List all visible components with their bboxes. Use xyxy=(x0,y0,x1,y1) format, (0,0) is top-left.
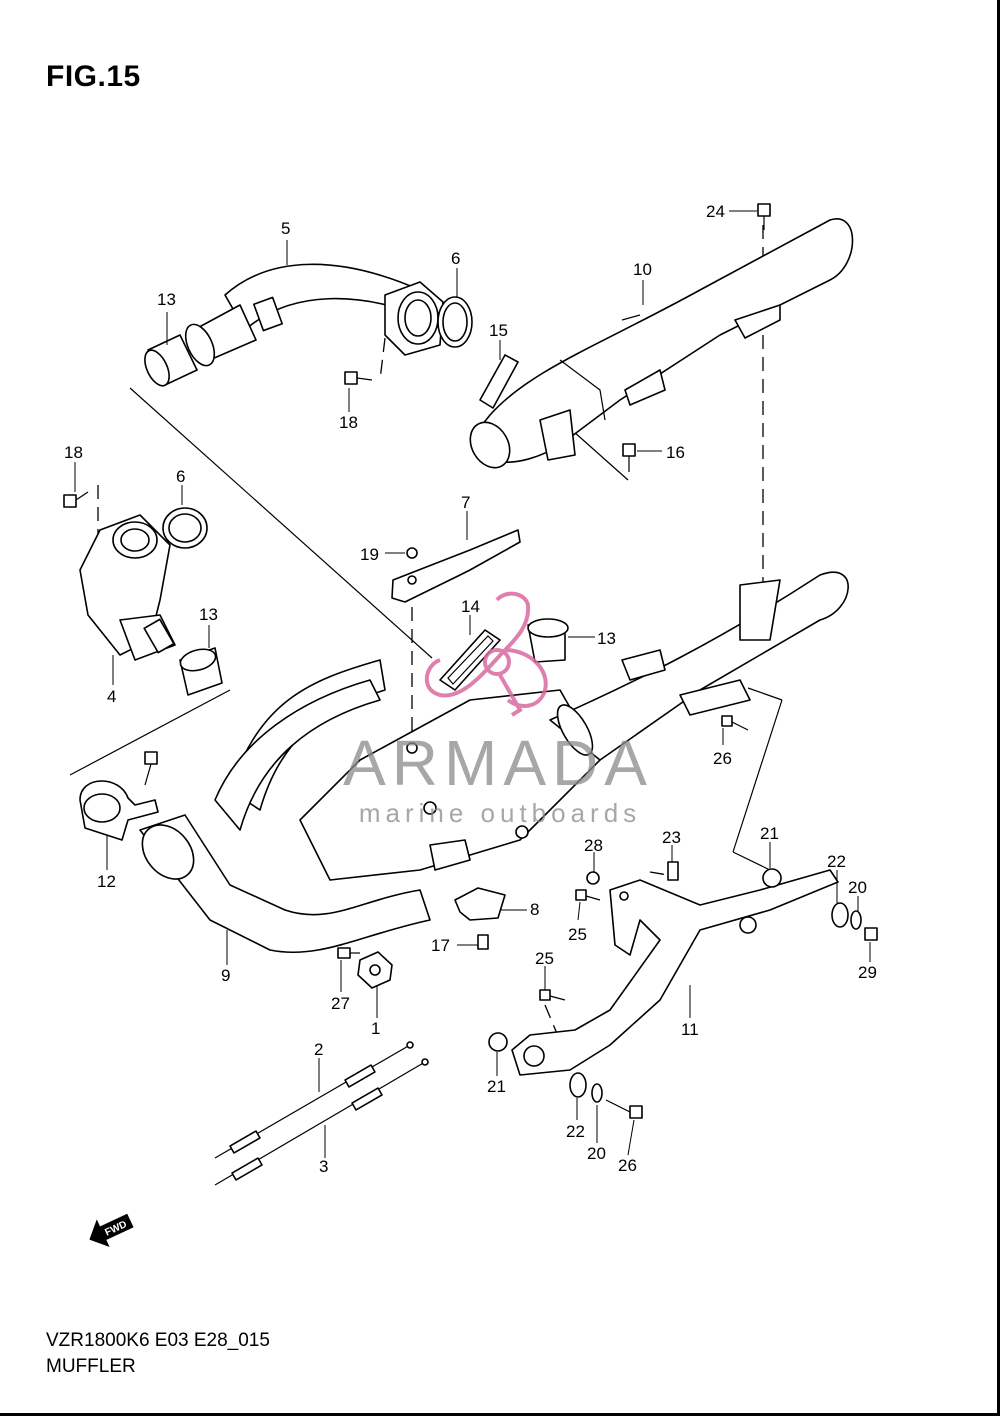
callout-29: 29 xyxy=(858,963,877,982)
hardware xyxy=(63,203,878,1119)
callout-11: 11 xyxy=(681,1020,699,1039)
callout-20-lower: 20 xyxy=(587,1144,606,1163)
exhaust-valve-cables xyxy=(214,1041,429,1186)
callout-5: 5 xyxy=(281,219,290,238)
callout-18-upper: 18 xyxy=(339,413,358,432)
exhaust-clamp xyxy=(79,780,159,841)
muffler-support-bracket xyxy=(511,869,839,1076)
callout-19: 19 xyxy=(360,545,379,564)
callout-15: 15 xyxy=(489,321,508,340)
callout-13-right: 13 xyxy=(597,629,616,648)
brand-logo-mark xyxy=(424,591,548,717)
mounting-nut-plate xyxy=(357,951,393,989)
figure-title: FIG.15 xyxy=(46,60,141,93)
callout-labels: 5 6 13 10 15 24 16 18 18 6 13 4 7 19 14 … xyxy=(64,202,877,1176)
callout-20-upper: 20 xyxy=(848,878,867,897)
heat-shield-clip xyxy=(454,887,506,921)
upper-muffler xyxy=(469,218,854,469)
callout-14: 14 xyxy=(461,597,480,616)
callout-17: 17 xyxy=(431,936,450,955)
callout-26-upper: 26 xyxy=(713,749,732,768)
callout-12: 12 xyxy=(97,872,116,891)
callout-25-lower: 25 xyxy=(535,949,554,968)
leader-lines xyxy=(74,210,871,1158)
forward-direction-arrow: FWD xyxy=(89,1213,134,1247)
lower-muffler-and-exhaust-assembly xyxy=(139,571,849,954)
callout-24: 24 xyxy=(706,202,725,221)
callout-1: 1 xyxy=(371,1019,380,1038)
heat-shield-bracket xyxy=(391,529,521,603)
callout-3: 3 xyxy=(319,1157,328,1176)
callout-18-left: 18 xyxy=(64,443,83,462)
fwd-label: FWD xyxy=(103,1219,128,1239)
callout-16: 16 xyxy=(666,443,685,462)
callout-6-upper: 6 xyxy=(451,249,460,268)
gasket-left xyxy=(162,507,208,549)
gasket-upper xyxy=(437,296,473,348)
watermark-brand: ARMADA xyxy=(343,727,653,799)
callout-13-left: 13 xyxy=(199,605,218,624)
callout-22-lower: 22 xyxy=(566,1122,585,1141)
exhaust-sleeve-right xyxy=(527,618,569,663)
callout-7: 7 xyxy=(461,493,470,512)
model-code: VZR1800K6 E03 E28_015 xyxy=(46,1330,270,1351)
exhaust-sleeve-upper xyxy=(144,334,198,387)
exhaust-sleeve-left xyxy=(179,647,223,696)
callout-21-upper: 21 xyxy=(760,824,779,843)
callout-4: 4 xyxy=(107,687,116,706)
callout-9: 9 xyxy=(221,966,230,985)
callout-21-lower: 21 xyxy=(487,1077,506,1096)
watermark-tagline: marine outboards xyxy=(359,798,641,828)
callout-25-upper: 25 xyxy=(568,925,587,944)
callout-27: 27 xyxy=(331,994,350,1013)
front-header-pipe xyxy=(184,263,444,367)
rear-header-pipe xyxy=(79,514,176,661)
section-name: MUFFLER xyxy=(46,1356,136,1377)
muffler-gasket-small xyxy=(479,354,519,409)
callout-6-left: 6 xyxy=(176,467,185,486)
callout-13-upper: 13 xyxy=(157,290,176,309)
callout-2: 2 xyxy=(314,1040,323,1059)
callout-10: 10 xyxy=(633,260,652,279)
callout-23: 23 xyxy=(662,828,681,847)
callout-22-upper: 22 xyxy=(827,852,846,871)
callout-8: 8 xyxy=(530,900,539,919)
callout-26-lower: 26 xyxy=(618,1156,637,1175)
callout-28: 28 xyxy=(584,836,603,855)
muffler-gasket-lower xyxy=(439,629,501,691)
